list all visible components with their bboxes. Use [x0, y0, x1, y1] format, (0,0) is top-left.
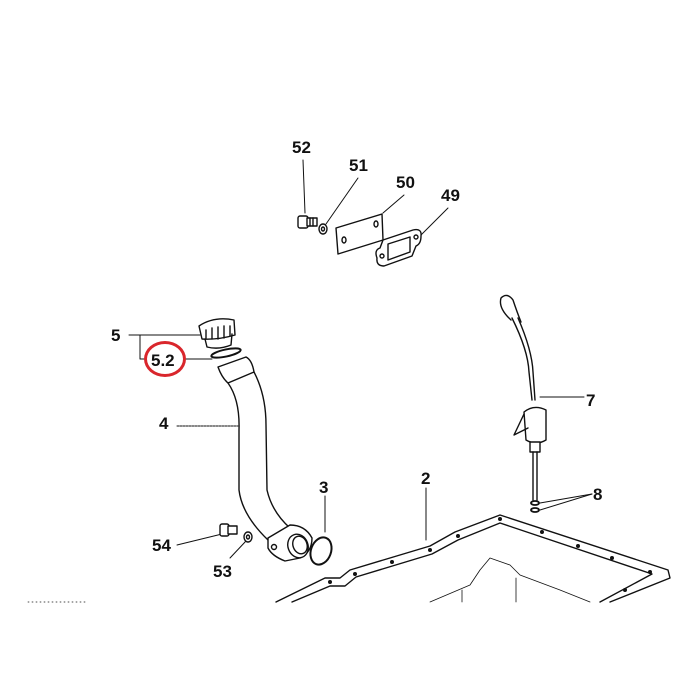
callout-8: 8 — [593, 485, 603, 504]
callout-54: 54 — [152, 536, 171, 555]
part-4-flange — [267, 524, 313, 562]
part-5-filler-cap — [198, 318, 236, 349]
leader-lines — [128, 159, 593, 559]
callout-2: 2 — [421, 469, 431, 488]
part-51-washer — [318, 223, 328, 235]
callout-4: 4 — [159, 414, 169, 433]
callout-49: 49 — [441, 186, 460, 205]
part-50-plate — [335, 213, 384, 255]
part-2-oil-pan-gasket — [275, 514, 671, 603]
callout-53: 53 — [213, 562, 232, 581]
oil-pan-body — [27, 557, 591, 603]
callout-52: 52 — [292, 138, 311, 157]
callout-51: 51 — [349, 156, 368, 175]
callout-5: 5 — [111, 326, 121, 345]
callout-5-2: 5.2 — [151, 351, 175, 370]
part-7-dipstick — [499, 294, 547, 501]
part-4-filler-tube — [217, 356, 291, 541]
part-54-bolt — [219, 523, 238, 537]
part-8-seals — [530, 500, 540, 513]
part-52-bolt — [297, 215, 318, 229]
highlight-circle-5-2 — [144, 341, 186, 377]
part-3-o-ring — [309, 536, 333, 566]
callout-50: 50 — [396, 173, 415, 192]
part-53-washer — [243, 531, 253, 543]
part-49-gasket — [375, 228, 422, 267]
callout-3: 3 — [319, 478, 329, 497]
callout-7: 7 — [586, 391, 596, 410]
part-5-2-seal — [210, 347, 242, 359]
